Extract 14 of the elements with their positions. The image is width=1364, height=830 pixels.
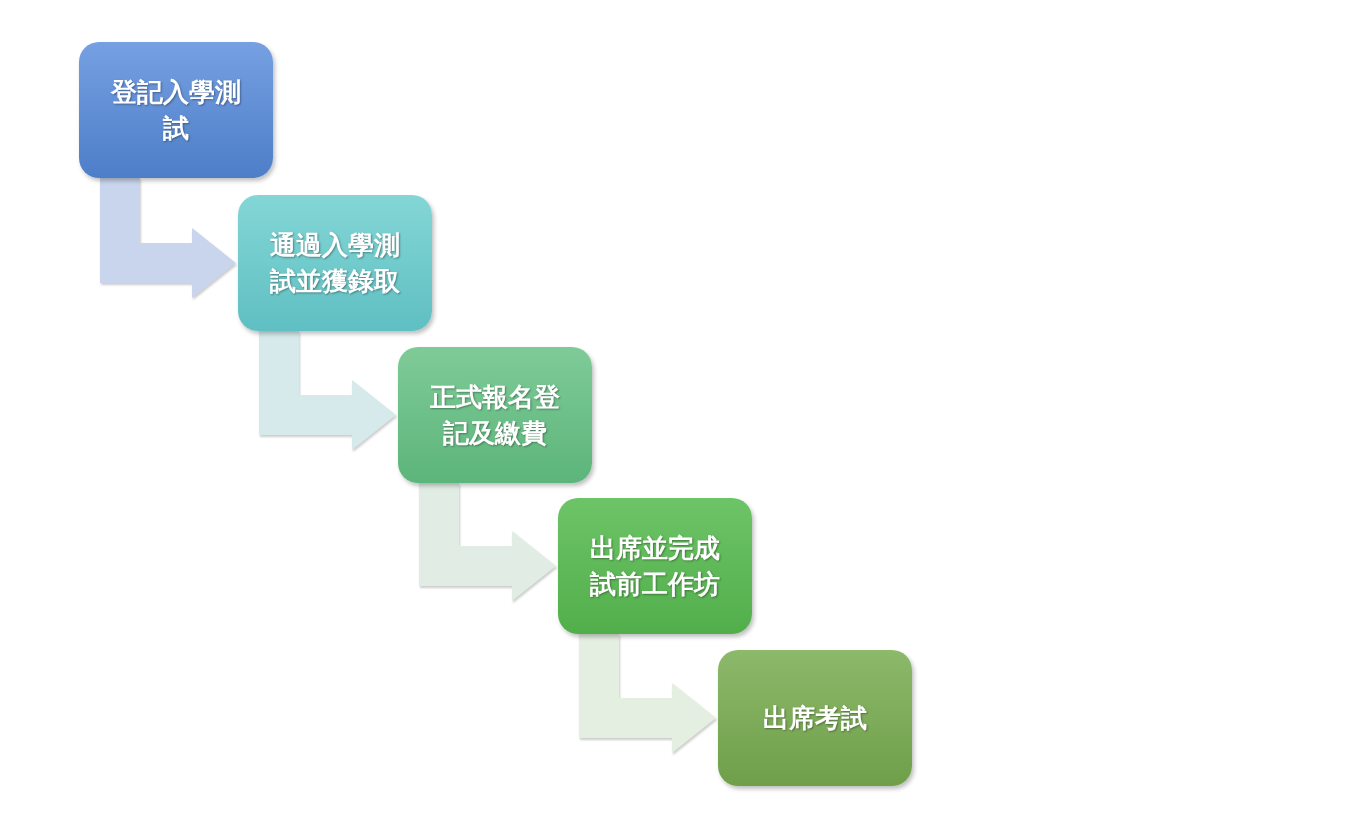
step-box [398, 347, 592, 483]
step-box [79, 42, 273, 178]
step-label: 出席考試 [762, 702, 868, 735]
bent-arrow [419, 483, 556, 601]
step-label: 通過入學測試並獲錄取 [269, 229, 401, 298]
bent-arrow [100, 178, 236, 298]
step-box [718, 650, 912, 786]
bent-arrow [259, 331, 396, 450]
step-label: 登記入學測試 [109, 76, 242, 145]
step-label: 出席並完成試前工作坊 [589, 532, 721, 601]
bent-arrow [579, 634, 716, 753]
step-label: 正式報名登記及繳費 [429, 381, 561, 450]
step-box [238, 195, 432, 331]
step-box [558, 498, 752, 634]
